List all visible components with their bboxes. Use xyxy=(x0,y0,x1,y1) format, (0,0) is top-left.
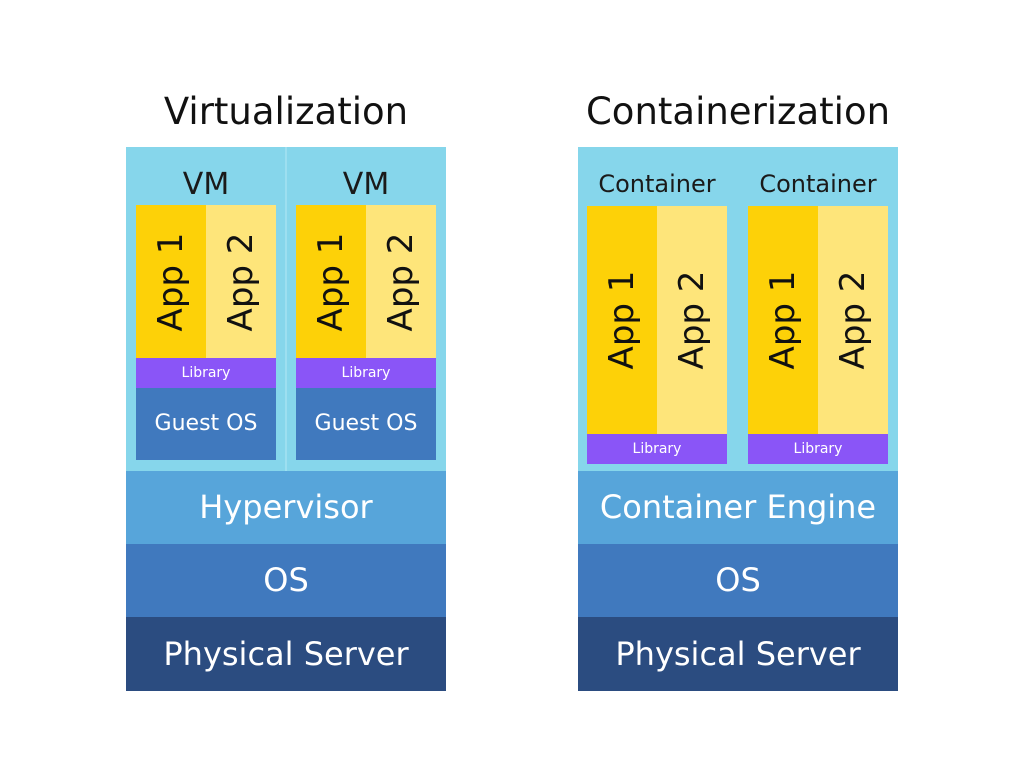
app-1-label: App 1 xyxy=(311,232,351,331)
container-label: Container xyxy=(598,170,716,198)
virtualization-title: Virtualization xyxy=(163,90,409,133)
library-block: Library xyxy=(587,434,727,464)
app-2-block: App 2 xyxy=(657,206,727,434)
app-2-block: App 2 xyxy=(206,205,276,358)
app-2-block: App 2 xyxy=(366,205,436,358)
vm-label: VM xyxy=(182,167,230,202)
app-1-block: App 1 xyxy=(136,205,206,358)
library-block: Library xyxy=(296,358,436,388)
app-2-block: App 2 xyxy=(818,206,888,434)
physical-server-layer: Physical Server xyxy=(126,617,446,691)
app-2-label: App 2 xyxy=(381,232,421,331)
app-1-block: App 1 xyxy=(748,206,818,434)
container-label: Container xyxy=(759,170,877,198)
container-engine-layer: Container Engine xyxy=(578,471,898,544)
app-1-block: App 1 xyxy=(296,205,366,358)
os-layer: OS xyxy=(126,544,446,617)
library-block: Library xyxy=(136,358,276,388)
containerization-stack: Container App 1 App 2 Library Container … xyxy=(578,147,898,691)
physical-server-layer: Physical Server xyxy=(578,617,898,691)
app-2-label: App 2 xyxy=(833,270,873,370)
app-1-block: App 1 xyxy=(587,206,657,434)
virtualization-stack: VM App 1 App 2 Library Guest OS VM App 1… xyxy=(126,147,446,691)
hypervisor-layer: Hypervisor xyxy=(126,471,446,544)
guest-os-block: Guest OS xyxy=(136,388,276,460)
vm-divider xyxy=(285,147,287,471)
app-1-label: App 1 xyxy=(602,270,642,370)
app-2-label: App 2 xyxy=(221,232,261,331)
containerization-title: Containerization xyxy=(585,90,891,133)
app-1-label: App 1 xyxy=(763,270,803,370)
vm-label: VM xyxy=(342,167,390,202)
library-block: Library xyxy=(748,434,888,464)
guest-os-block: Guest OS xyxy=(296,388,436,460)
app-2-label: App 2 xyxy=(672,270,712,370)
app-1-label: App 1 xyxy=(151,232,191,331)
os-layer: OS xyxy=(578,544,898,617)
